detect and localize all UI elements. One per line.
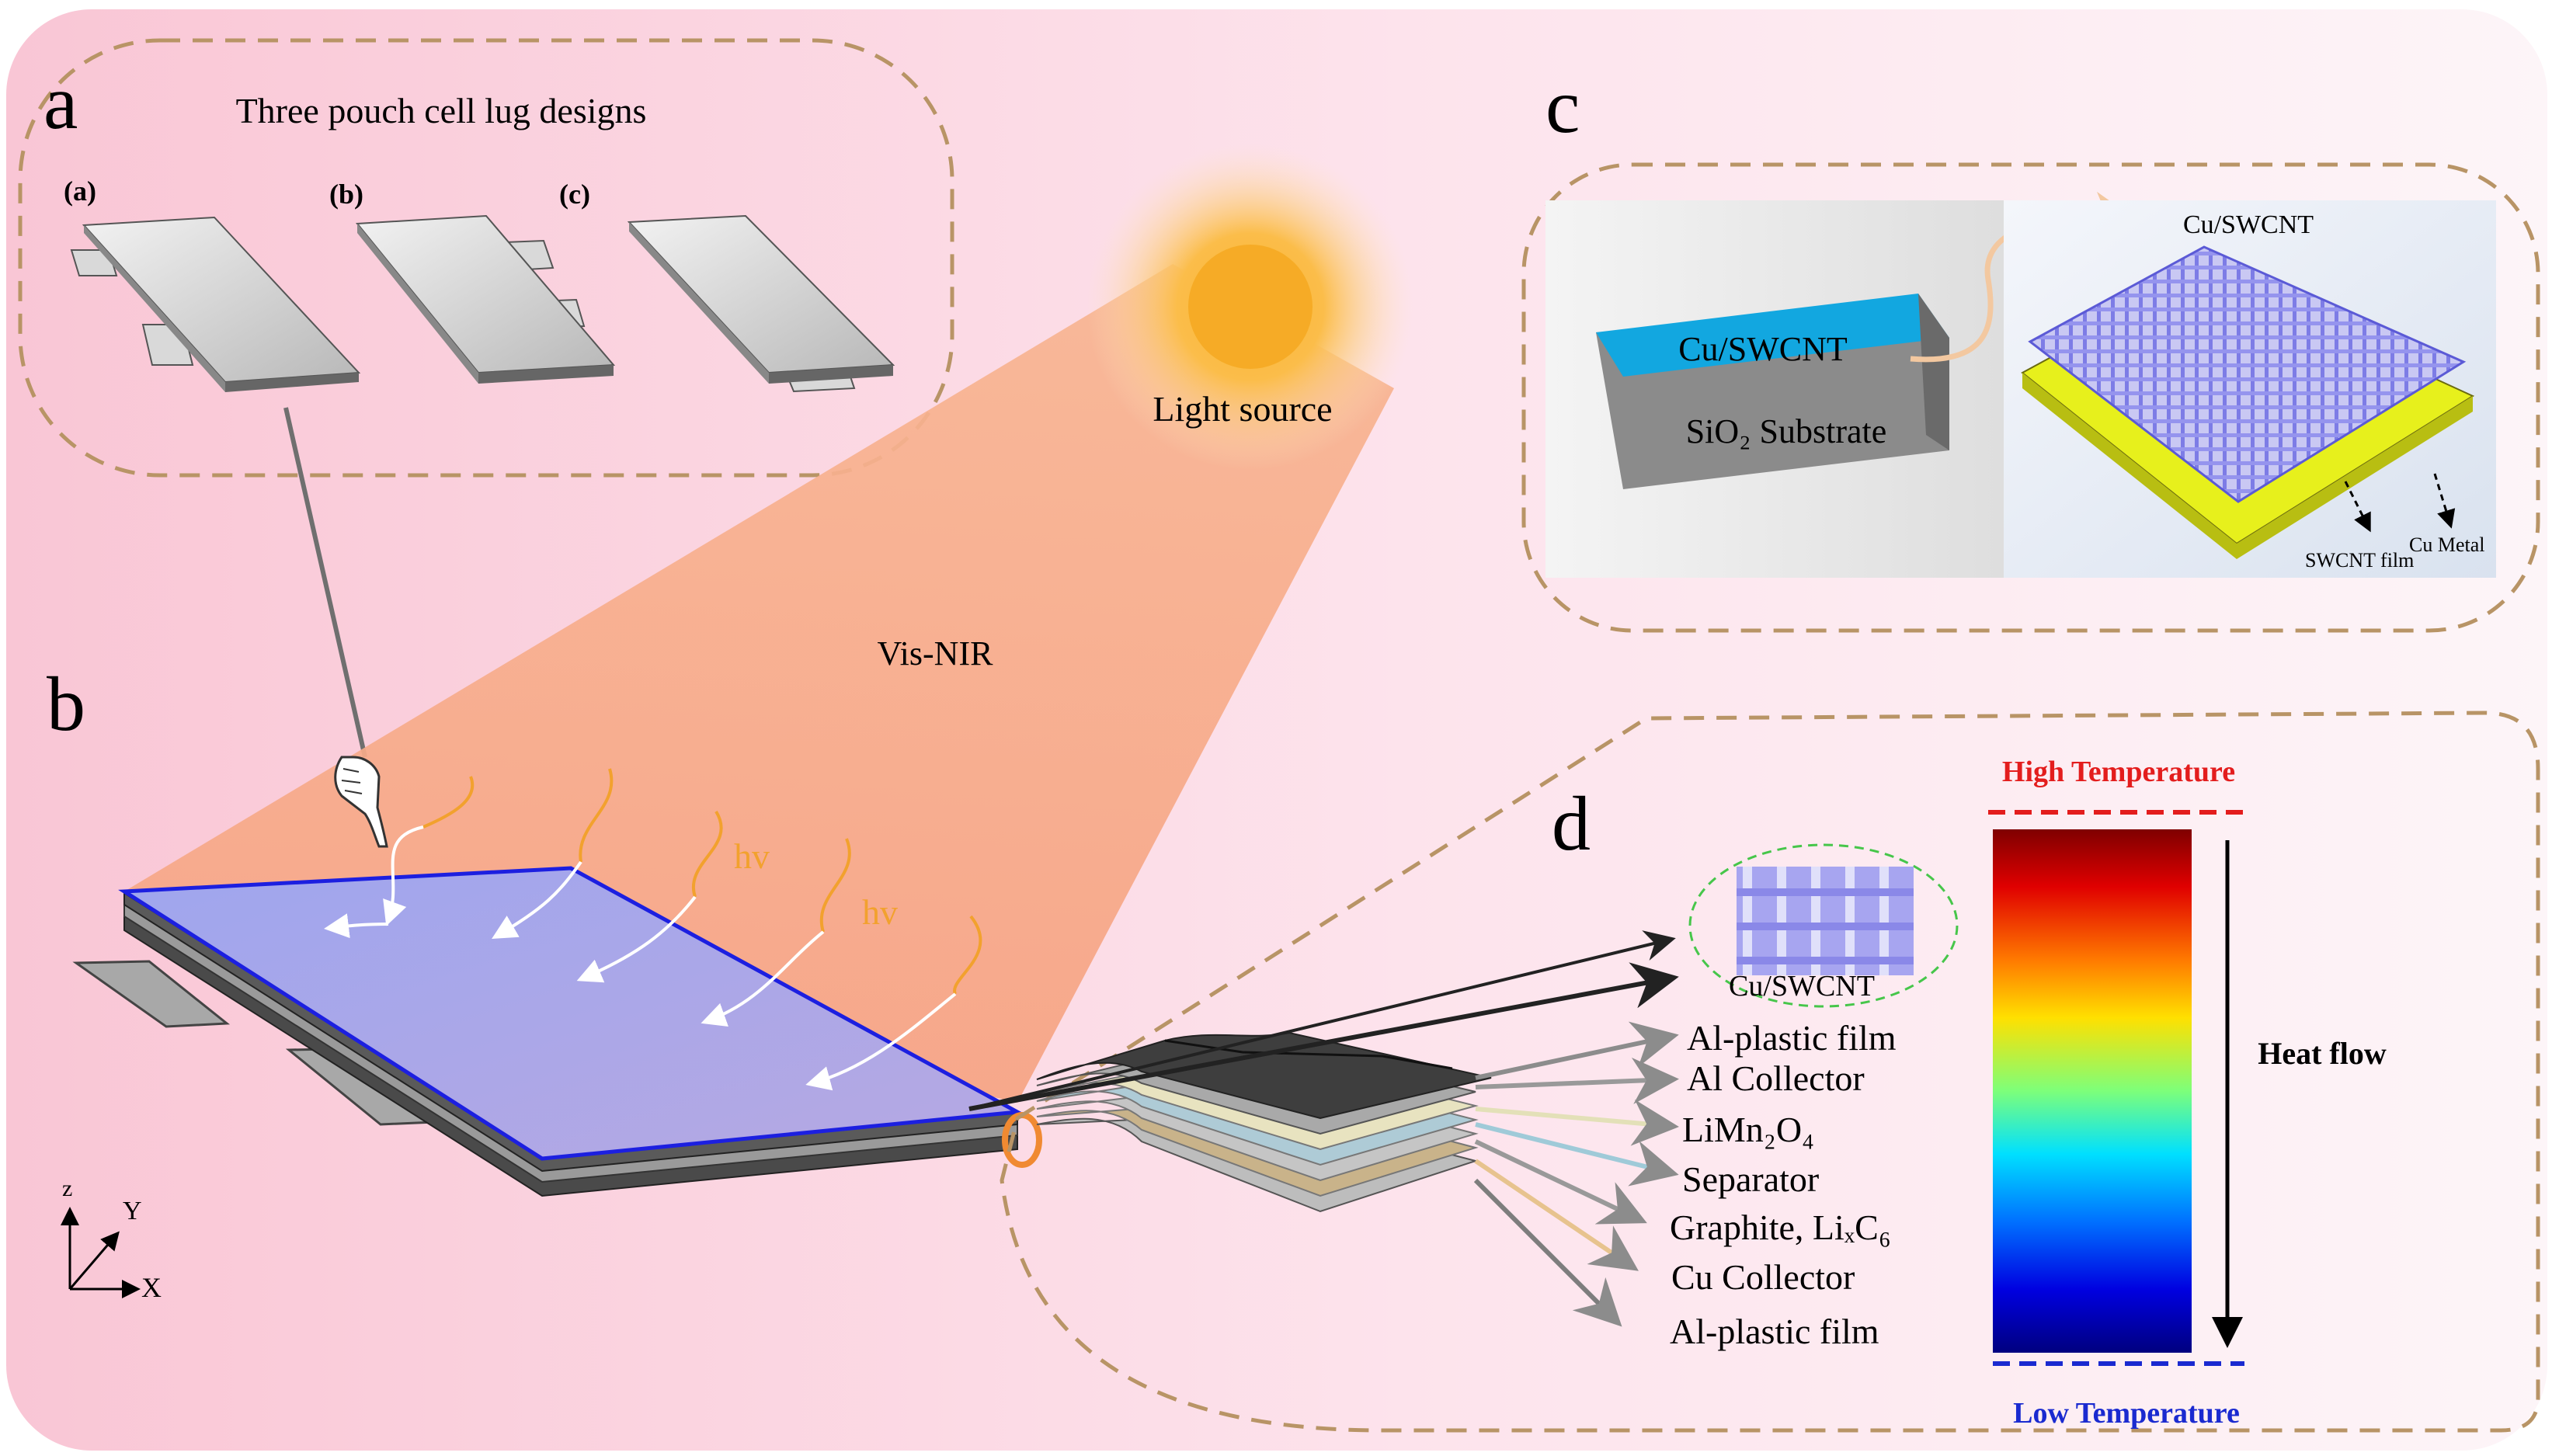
cu-metal-label: Cu Metal xyxy=(2409,533,2485,556)
lug-design-a xyxy=(70,216,361,392)
panel-c-border xyxy=(1521,162,2540,633)
heat-flow-label: Heat flow xyxy=(2258,1036,2387,1071)
layer-arrows xyxy=(1473,1021,1679,1327)
axis-z-label: z xyxy=(62,1176,72,1201)
layer-label-5: Graphite, LiₓC₆ xyxy=(1670,1208,1891,1247)
photon-waves xyxy=(324,768,982,1091)
panel-d: d Cu/SWCNT Al-pla xyxy=(968,711,2540,1433)
layer-label-1: Al-plastic film xyxy=(1687,1018,1897,1058)
swcnt-film-grid xyxy=(2028,245,2467,503)
structure-title: Cu/SWCNT xyxy=(2183,210,2314,239)
panel-d-border xyxy=(1000,711,2540,1433)
panel-a-border xyxy=(18,38,954,478)
design-c-label: (c) xyxy=(559,179,590,210)
block-right-face xyxy=(1918,294,1949,450)
panel-b: b hv hv xyxy=(47,661,1042,1303)
panel-d-letter: d xyxy=(1552,780,1591,867)
block-side-label: SiO₂ Substrate xyxy=(1686,412,1887,450)
temperature-colorbar xyxy=(1993,829,2192,1353)
light-source-label: Light source xyxy=(1153,389,1332,429)
inset-grid-image xyxy=(1737,867,1914,975)
axis-x-label: X xyxy=(141,1272,162,1303)
cu-metal-layer-edge xyxy=(2022,373,2473,559)
swcnt-film-label: SWCNT film xyxy=(2305,549,2414,572)
layer-label-3: LiMn₂O₄ xyxy=(1682,1110,1814,1149)
layer-label-4: Separator xyxy=(1682,1159,1819,1199)
arrow-to-inset-1 xyxy=(968,930,1676,1110)
layer-label-7: Al-plastic film xyxy=(1670,1312,1879,1351)
sun-core xyxy=(1188,245,1313,369)
panel-c-letter: c xyxy=(1545,63,1580,149)
layer-label-6: Cu Collector xyxy=(1671,1257,1855,1297)
panel-a-title: Three pouch cell lug designs xyxy=(236,91,647,130)
cell-tab-1 xyxy=(72,960,231,1028)
inset-outline xyxy=(1688,843,1959,1008)
layer-label-2: Al Collector xyxy=(1687,1058,1865,1098)
cu-metal-pointer xyxy=(2433,473,2456,529)
low-temperature-label: Low Temperature xyxy=(2013,1397,2240,1430)
vis-nir-label: Vis-NIR xyxy=(878,634,994,672)
panel-b-letter: b xyxy=(47,661,85,747)
lug-design-c xyxy=(627,214,895,393)
high-temperature-label: High Temperature xyxy=(2002,756,2235,788)
design-a-label: (a) xyxy=(64,175,96,207)
block-top xyxy=(1596,294,1949,377)
swcnt-film-pointer xyxy=(2344,481,2371,533)
cell-top-surface xyxy=(118,866,1024,1161)
panel-a-letter: a xyxy=(43,59,78,145)
arrow-to-inset-2 xyxy=(968,962,1679,1111)
design-b-label: (b) xyxy=(329,179,363,210)
pointer-line xyxy=(283,407,367,758)
inset-label: Cu/SWCNT xyxy=(1729,970,1875,1003)
photon-label-2: hv xyxy=(862,892,898,932)
panel-c: c Cu/SWCNT SiO₂ Substrate Cu/SWCNT SWCNT… xyxy=(1521,63,2540,633)
hand-pointer-icon xyxy=(334,756,388,848)
panel-a: a Three pouch cell lug designs (a) (b) (… xyxy=(18,38,954,478)
lug-design-b xyxy=(355,214,616,384)
axis-indicator xyxy=(61,1207,141,1298)
axis-y-label: Y xyxy=(123,1197,142,1225)
block-top-label: Cu/SWCNT xyxy=(1678,330,1848,368)
photon-label-1: hv xyxy=(734,836,770,876)
